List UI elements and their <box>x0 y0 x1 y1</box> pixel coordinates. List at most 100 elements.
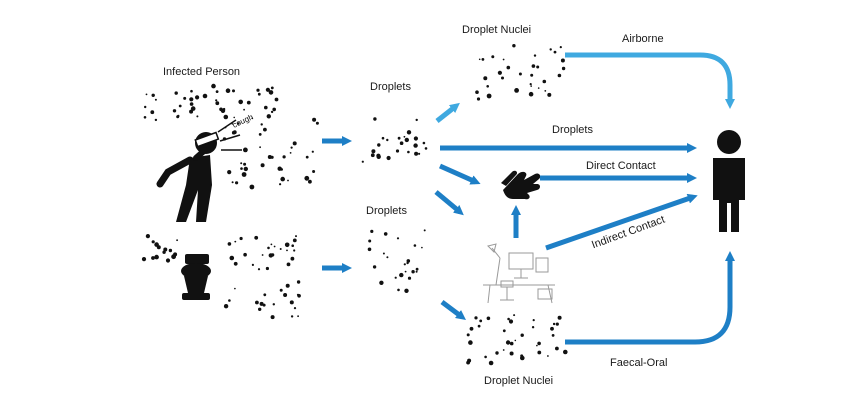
droplet-dot <box>263 293 267 297</box>
toilet-spray-cloud-left <box>141 234 179 263</box>
droplet-dot <box>397 288 400 292</box>
droplet-dot <box>163 247 168 252</box>
droplet-dot <box>270 315 275 320</box>
droplets-cloud-bottom <box>367 229 426 293</box>
droplet-dot <box>238 99 243 105</box>
droplet-dot <box>486 85 490 88</box>
droplet-dot <box>145 234 150 239</box>
droplet-dot <box>272 107 277 112</box>
droplet-dot <box>196 115 199 118</box>
droplet-dot <box>383 232 388 236</box>
droplet-dot <box>268 90 274 95</box>
droplet-dot <box>553 50 557 54</box>
droplet-dot <box>381 136 385 140</box>
droplet-dot <box>312 170 316 173</box>
droplet-dot <box>243 166 248 172</box>
droplet-dot <box>406 259 411 263</box>
droplet-dot <box>486 316 491 321</box>
droplet-particles <box>141 44 569 366</box>
droplet-dot <box>270 110 274 114</box>
droplet-dot <box>150 110 155 115</box>
droplet-dot <box>491 55 495 59</box>
droplet-dot <box>260 123 263 126</box>
droplet-dot <box>286 262 291 267</box>
droplet-dot <box>274 97 279 102</box>
droplet-dot <box>237 122 240 125</box>
droplet-dot <box>560 58 565 63</box>
arrow-droplets-to-surface <box>434 190 464 216</box>
droplet-dot <box>514 88 519 93</box>
droplet-dot <box>234 287 236 290</box>
droplet-dot <box>379 280 384 285</box>
droplet-dot <box>478 58 481 61</box>
droplet-dot <box>474 316 478 320</box>
droplet-dot <box>257 268 261 271</box>
droplet-dot <box>227 242 232 246</box>
droplet-dot <box>308 179 312 184</box>
droplet-dot <box>528 91 534 97</box>
droplet-dot <box>234 240 237 243</box>
droplet-dot <box>145 93 148 96</box>
droplet-dot <box>407 150 410 154</box>
droplet-dot <box>287 179 289 182</box>
droplet-dot <box>292 238 297 243</box>
droplet-dot <box>552 322 556 326</box>
droplet-dot <box>233 116 235 119</box>
droplet-dot <box>304 175 310 181</box>
droplet-dot <box>241 172 247 177</box>
droplet-dot <box>258 307 262 311</box>
droplet-dot <box>259 146 261 149</box>
droplet-dot <box>361 160 364 163</box>
droplet-dot <box>228 299 231 302</box>
droplet-dot <box>555 346 559 351</box>
droplet-dot <box>290 146 293 149</box>
droplet-dot <box>189 97 194 102</box>
droplet-dot <box>370 229 374 233</box>
droplet-dot <box>466 333 470 337</box>
droplet-dot <box>372 265 377 269</box>
droplet-dot <box>290 256 295 261</box>
droplet-nuclei-top-label: Droplet Nuclei <box>462 24 532 36</box>
droplet-dot <box>215 90 219 93</box>
droplet-dot <box>256 88 260 92</box>
droplet-dot <box>257 92 261 96</box>
droplet-dot <box>544 90 547 92</box>
droplet-dot <box>488 360 494 366</box>
droplet-dot <box>484 355 487 359</box>
droplet-dot <box>520 355 525 361</box>
droplet-dot <box>509 341 514 346</box>
arrow-droplets-to-nuclei <box>435 102 460 123</box>
droplet-dot <box>386 256 389 259</box>
droplet-dot <box>283 293 288 297</box>
person-icon <box>713 130 745 232</box>
droplet-dot <box>172 109 177 113</box>
droplet-dot <box>399 272 404 278</box>
droplet-dot <box>403 263 406 266</box>
droplet-dot <box>537 341 541 346</box>
droplet-dot <box>270 155 274 159</box>
droplet-dot <box>290 315 294 318</box>
droplet-dot <box>413 136 418 141</box>
droplet-dot <box>483 76 488 81</box>
droplet-dot <box>414 151 419 156</box>
droplet-dot <box>479 319 483 323</box>
droplet-dot <box>513 314 516 317</box>
droplet-dot <box>422 141 426 145</box>
droplets-bottom-label: Droplets <box>366 205 407 217</box>
droplet-dot <box>189 102 194 106</box>
droplet-dot <box>502 58 505 61</box>
droplet-dot <box>239 236 243 241</box>
droplet-dot <box>270 86 274 90</box>
droplets-top-label: Droplets <box>370 81 411 93</box>
droplet-dot <box>376 154 381 159</box>
droplet-dot <box>171 254 177 260</box>
droplet-dot <box>505 340 511 345</box>
droplet-dot <box>533 54 537 57</box>
droplet-dot <box>532 319 535 322</box>
droplet-dot <box>286 249 288 252</box>
droplet-dot <box>466 360 470 365</box>
droplet-dot <box>177 114 180 118</box>
droplet-dot <box>174 91 178 95</box>
droplet-dot <box>235 181 239 185</box>
